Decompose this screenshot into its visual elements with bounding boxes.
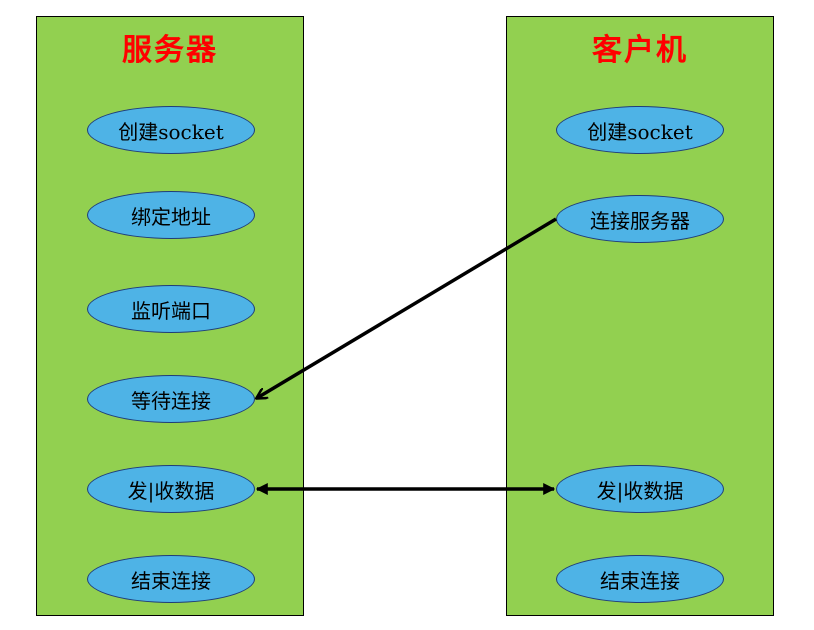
client-step-send-receive: 发|收数据 bbox=[556, 465, 724, 513]
server-step-bind-address: 绑定地址 bbox=[87, 191, 255, 239]
server-step-close-connection: 结束连接 bbox=[87, 555, 255, 603]
client-title: 客户机 bbox=[592, 33, 688, 68]
server-step-send-receive: 发|收数据 bbox=[87, 465, 255, 513]
client-step-close-connection: 结束连接 bbox=[556, 555, 724, 603]
server-step-create-socket: 创建socket bbox=[87, 106, 255, 154]
server-step-listen-port: 监听端口 bbox=[87, 285, 255, 333]
client-step-connect-server: 连接服务器 bbox=[556, 195, 724, 243]
client-step-create-socket: 创建socket bbox=[556, 106, 724, 154]
server-title: 服务器 bbox=[122, 33, 218, 68]
server-step-wait-connection: 等待连接 bbox=[87, 375, 255, 423]
